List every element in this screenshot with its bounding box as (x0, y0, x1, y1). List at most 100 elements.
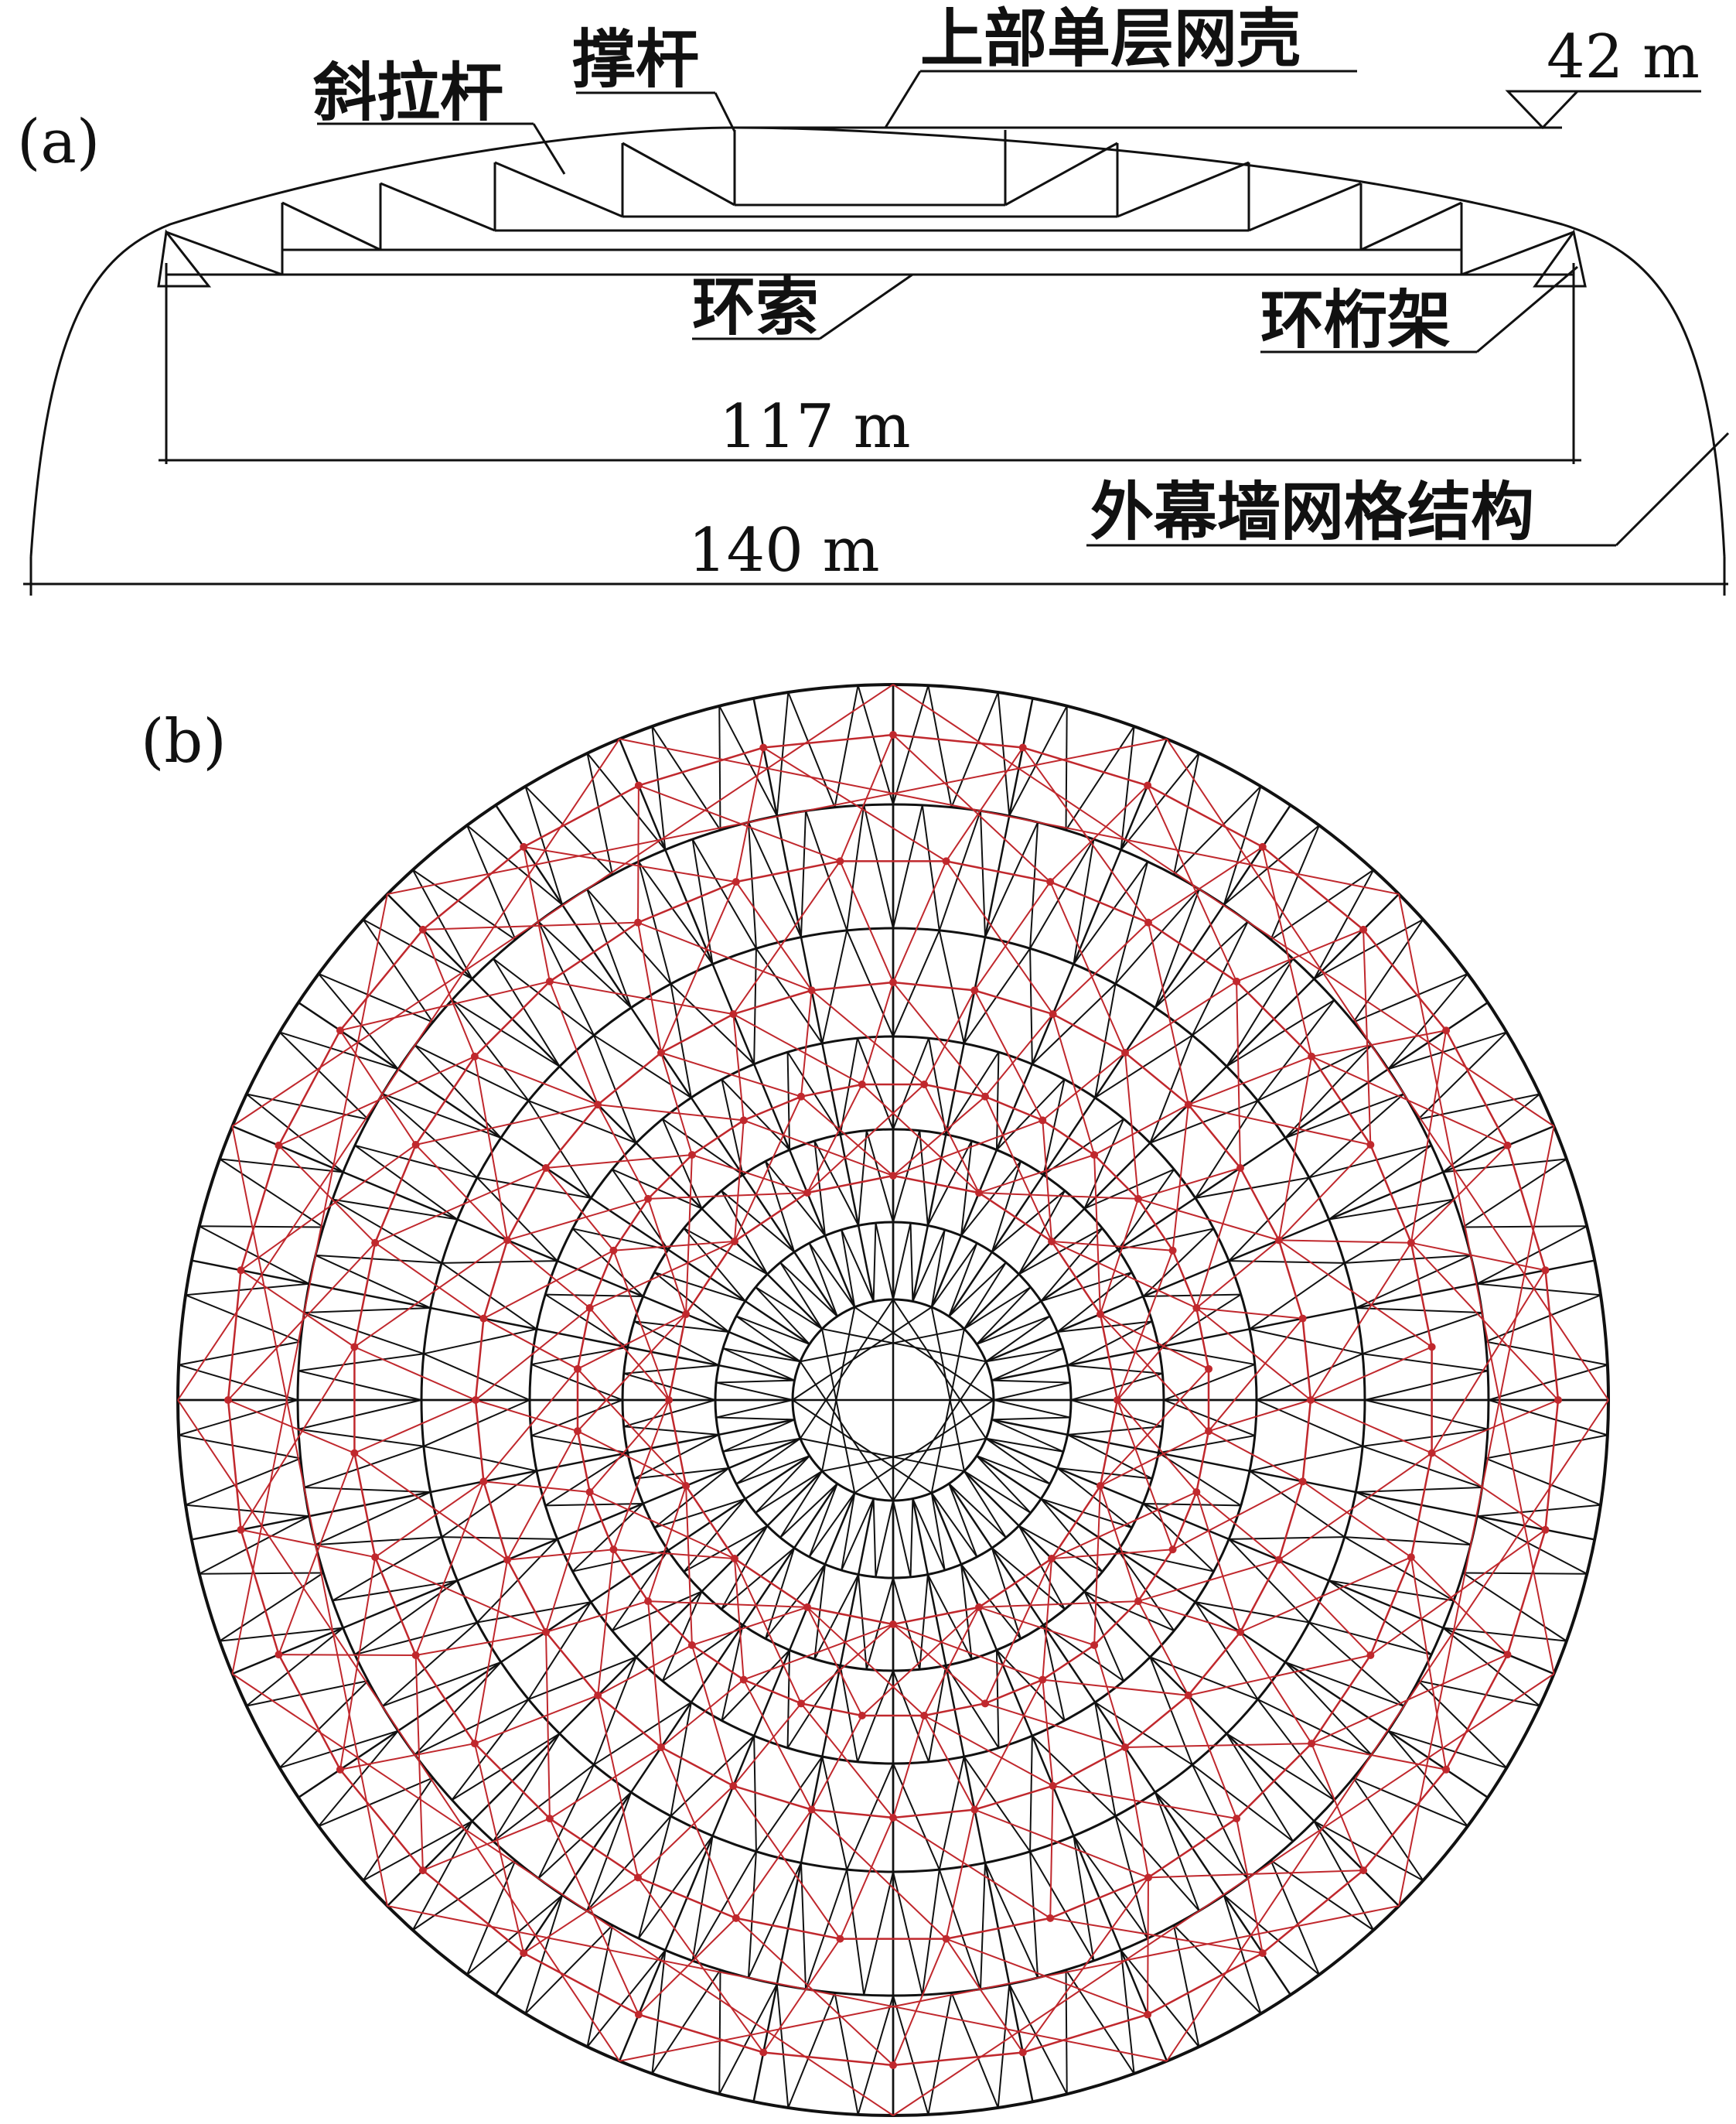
cable-node (1168, 1246, 1177, 1255)
cable-diagonal (1410, 1241, 1546, 1272)
grid-diagonal (524, 785, 613, 876)
cable-diagonal (691, 1644, 735, 1787)
cable-diagonal (524, 845, 736, 883)
grid-diagonal (1270, 869, 1374, 941)
grid-diagonal (1477, 1504, 1601, 1518)
grid-diagonal (304, 1312, 425, 1355)
radial-rib (985, 1125, 1555, 1363)
grid-diagonal (1344, 1198, 1455, 1264)
grid-diagonal (466, 825, 517, 941)
cable-diagonal (811, 989, 925, 1085)
cable-diagonal (506, 1430, 578, 1561)
cable-chord (619, 1905, 1400, 2062)
grid-diagonal (1328, 1579, 1432, 1656)
cable-node (275, 1651, 283, 1659)
grid-diagonal (755, 1286, 810, 1345)
grid-diagonal (1270, 825, 1320, 941)
label-facade: 外幕墙网格结构 (1090, 476, 1534, 549)
cable-node (759, 743, 768, 752)
grid-diagonal (985, 1347, 1064, 1363)
cable-node (542, 1163, 551, 1172)
grid-diagonal (857, 1995, 894, 2115)
cable-diagonal (892, 1624, 986, 1705)
cable-chord (892, 684, 1555, 1127)
cable-node (920, 1712, 929, 1720)
grid-diagonal (199, 1225, 310, 1285)
cable-node (237, 1525, 245, 1534)
radial-rib (752, 698, 875, 1302)
grid-diagonal (1029, 1851, 1095, 1962)
grid-diagonal (1173, 1924, 1262, 2015)
cable-diagonal (800, 1624, 894, 1705)
grid-diagonal (637, 1815, 672, 1939)
cable-node (1407, 1553, 1415, 1562)
grid-diagonal (846, 804, 865, 931)
cable-node (1359, 925, 1368, 934)
cable-diagonal (660, 881, 737, 1053)
cable-diagonal (1278, 1452, 1433, 1561)
cable-node (1168, 1545, 1177, 1554)
grid-diagonal (654, 1497, 746, 1528)
cable-diagonal (1051, 1240, 1173, 1252)
grid-diagonal (1344, 1536, 1455, 1602)
cable-node (836, 857, 844, 866)
cable-diagonal (861, 1084, 980, 1193)
grid-diagonal (863, 1871, 894, 1996)
grid-diagonal (718, 1983, 778, 2095)
grid-diagonal (1173, 785, 1262, 876)
grid-diagonal (938, 811, 981, 931)
grid-diagonal (1313, 1820, 1424, 1882)
grid-diagonal (991, 1419, 1064, 1453)
grid-diagonal (919, 1130, 929, 1226)
grid-diagonal (948, 1242, 978, 1317)
cable-diagonal (1208, 1318, 1304, 1432)
cable-node (1192, 1488, 1201, 1497)
grid-diagonal (926, 1574, 973, 1660)
grid-diagonal (813, 1574, 860, 1660)
cable-diagonal (923, 1607, 980, 1716)
cable-diagonal (1208, 1399, 1311, 1433)
grid-diagonal (930, 1229, 946, 1308)
grid-diagonal (1149, 1656, 1193, 1765)
cable-node (682, 1481, 691, 1490)
cable-diagonal (545, 1631, 551, 1819)
grid-diagonal (633, 1320, 729, 1333)
grid-diagonal (735, 1315, 810, 1345)
cable-node (609, 1545, 618, 1554)
grid-diagonal (872, 1223, 877, 1302)
cable-chord (231, 1125, 388, 1907)
grid-diagonal (246, 1627, 344, 1707)
radial-rib (298, 1455, 810, 1798)
cable-diagonal (353, 1399, 476, 1454)
cable-diagonal (1051, 1491, 1197, 1559)
grid-diagonal (315, 1536, 442, 1546)
label-height: 42 m (1547, 22, 1700, 92)
cable-diagonal (945, 1938, 1024, 2054)
grid-diagonal (715, 1381, 793, 1401)
grid-diagonal (1018, 1525, 1103, 1573)
cable-diagonal (1052, 1784, 1237, 1820)
grid-diagonal (623, 1426, 719, 1436)
grid-diagonal (1229, 1536, 1345, 1540)
ring-truss-right (1533, 229, 1587, 288)
grid-diagonal (813, 1140, 860, 1226)
grid-diagonal (912, 1498, 946, 1571)
cable-diagonal (1117, 1250, 1174, 1401)
grid-diagonal (865, 1130, 894, 1223)
grid-diagonal (1387, 973, 1468, 1070)
cable-diagonal (577, 1430, 687, 1487)
cable-node (974, 1603, 983, 1611)
cable-diagonal (339, 1743, 476, 1771)
grid-diagonal (722, 1347, 795, 1381)
cable-node (470, 1052, 479, 1060)
grid-diagonal (821, 930, 848, 1044)
radial-rib (495, 804, 838, 1317)
grid-diagonal (1355, 1254, 1472, 1309)
label-upper-shell: 上部单层网壳 (920, 2, 1301, 76)
cable-node (1359, 1866, 1368, 1875)
grid-diagonal (1462, 1225, 1588, 1228)
cable-diagonal (732, 1785, 841, 1940)
cable-chord (892, 1673, 1555, 2116)
grid-diagonal (683, 1228, 746, 1302)
